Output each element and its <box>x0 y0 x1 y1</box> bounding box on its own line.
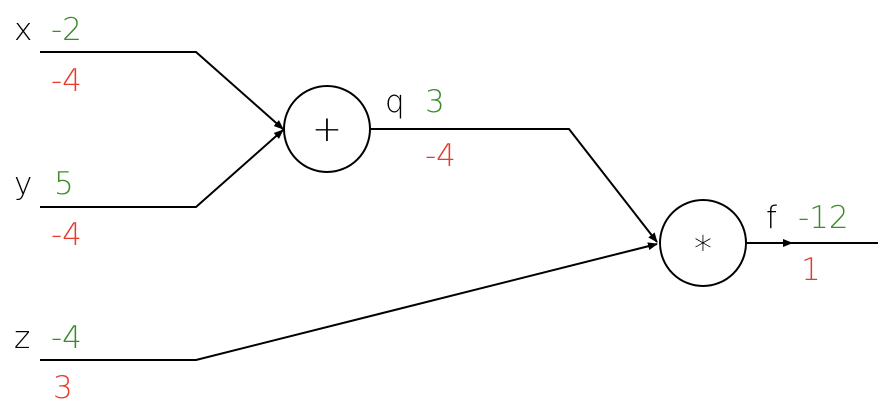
intermediate-q-gradient: -4 <box>425 138 456 174</box>
multiply-node-circle <box>659 199 747 287</box>
intermediate-q-name: q <box>385 84 405 120</box>
input-z-gradient: 3 <box>53 370 73 406</box>
input-y-name: y <box>14 166 32 202</box>
edge-y-to-add <box>40 129 284 208</box>
add-node-symbol: + <box>312 109 342 150</box>
input-z-value: -4 <box>51 320 82 356</box>
multiply-node: * <box>659 199 747 287</box>
input-x-value: -2 <box>51 12 82 48</box>
output-f-name: f <box>766 200 777 236</box>
output-f-gradient: 1 <box>801 252 821 288</box>
edge-z-to-multiply <box>40 242 658 361</box>
input-x-gradient: -4 <box>51 63 82 99</box>
add-node: + <box>283 85 371 173</box>
output-f-value: -12 <box>798 200 849 236</box>
multiply-node-symbol: * <box>694 229 712 270</box>
input-y-gradient: -4 <box>51 217 82 253</box>
input-x-name: x <box>14 12 32 48</box>
input-y-value: 5 <box>54 166 74 202</box>
intermediate-q-value: 3 <box>425 84 445 120</box>
edge-q-to-multiply <box>371 128 658 243</box>
input-z-name: z <box>14 320 30 356</box>
add-node-circle <box>283 85 371 173</box>
edge-x-to-add <box>40 51 284 130</box>
